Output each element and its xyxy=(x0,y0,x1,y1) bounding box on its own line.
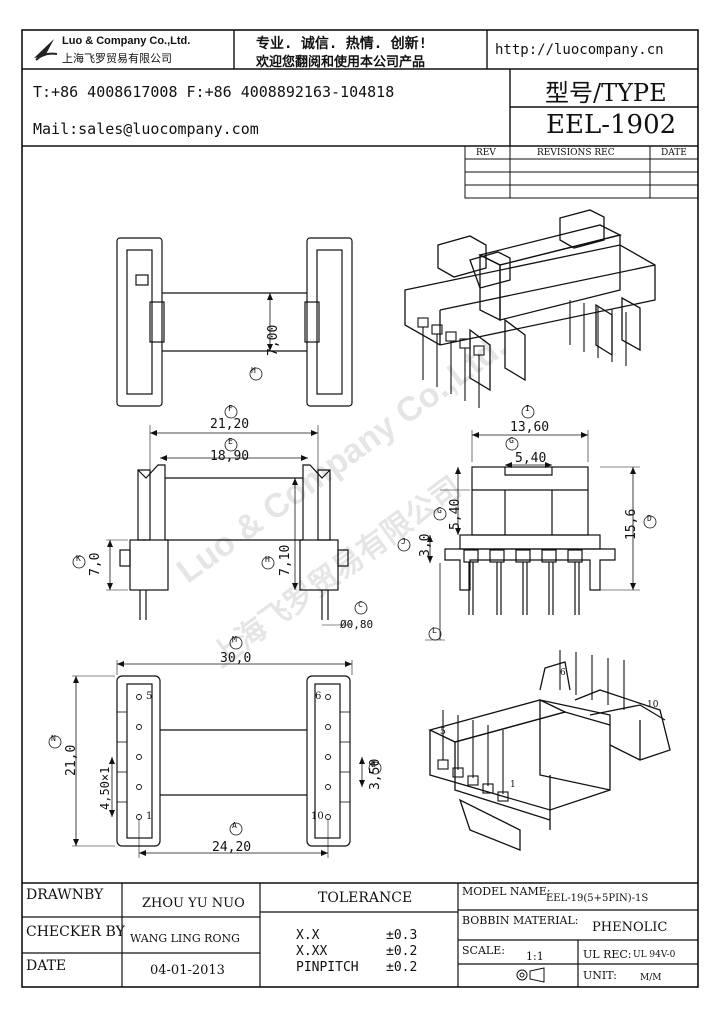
drawn-by-label: DRAWNBY xyxy=(26,887,104,903)
unit-label: UNIT: xyxy=(583,969,617,982)
scale-label: SCALE: xyxy=(462,944,505,957)
scale-value: 1:1 xyxy=(526,950,544,963)
tol-xxx-label: X.XX xyxy=(296,944,328,959)
model-label: MODEL NAME: xyxy=(462,885,551,898)
date-value: 04-01-2013 xyxy=(150,963,225,978)
dim-front-f: 21,20 xyxy=(210,417,250,432)
dim-bottom-a: 24,20 xyxy=(212,840,252,855)
iso-pin-label-6: 6 xyxy=(560,668,566,678)
model-value: EEL-19(5+5PIN)-1S xyxy=(546,893,649,904)
dim-front-pin: Ø0,80 xyxy=(340,618,374,631)
pin-label-10: 10 xyxy=(311,811,324,822)
rev-col-date: DATE xyxy=(661,148,687,158)
label-i: I xyxy=(525,404,530,413)
label-m: M xyxy=(232,635,237,644)
bottom-view xyxy=(48,636,382,858)
label-n: N xyxy=(51,734,56,743)
type-value: EEL-1902 xyxy=(546,110,677,140)
company-name-cn: 上海飞罗贸易有限公司 xyxy=(62,52,172,65)
tol-xxx-value: ±0.2 xyxy=(386,944,418,959)
label-f: F xyxy=(228,404,233,413)
label-b: B xyxy=(371,760,376,769)
dim-side-g: 5,40 xyxy=(515,451,547,466)
rev-col-rev: REV xyxy=(476,148,496,158)
dim-front-h2: 7,10 xyxy=(278,544,293,576)
label-k: K xyxy=(76,554,81,563)
label-j: J xyxy=(401,537,406,546)
bobbin-label: BOBBIN MATERIAL: xyxy=(462,914,579,927)
isometric-top-view xyxy=(404,209,656,408)
dim-side-g2: 5,40 xyxy=(448,498,463,530)
label-e: E xyxy=(228,437,233,446)
dim-side-d: 15,6 xyxy=(624,508,639,540)
label-g: G xyxy=(509,436,514,445)
website-link[interactable]: http://luocompany.cn xyxy=(495,42,664,58)
rev-col-revisions: REVISIONS REC xyxy=(537,148,615,158)
checker-label: CHECKER BY xyxy=(26,924,125,940)
dim-side-j: 3,0 xyxy=(418,533,433,557)
company-logo-icon xyxy=(34,39,58,61)
slogan-line1: 专业. 诚信. 热情. 创新! xyxy=(256,36,428,52)
phone-fax: T:+86 4008617008 F:+86 4008892163-104818 xyxy=(33,83,395,101)
dim-bottom-n: 21,0 xyxy=(64,744,79,776)
iso-pin-label-5: 5 xyxy=(440,727,446,737)
label-h-front: H xyxy=(265,555,270,564)
side-view-pins xyxy=(463,549,583,615)
tol-xx-value: ±0.3 xyxy=(386,928,418,943)
pin-label-6: 6 xyxy=(315,691,322,702)
dim-front-k: 7,0 xyxy=(88,552,103,576)
drawn-by-value: ZHOU YU NUO xyxy=(142,896,245,911)
dim-bottom-m: 30,0 xyxy=(220,651,252,666)
dim-side-i: 13,60 xyxy=(510,420,550,435)
dim-front-e: 18,90 xyxy=(210,449,250,464)
front-view xyxy=(72,405,368,626)
date-label: DATE xyxy=(26,958,67,974)
tolerance-label: TOLERANCE xyxy=(318,890,413,906)
pin-label-1: 1 xyxy=(146,811,153,822)
label-g2: G xyxy=(437,506,442,515)
pin-label-5: 5 xyxy=(146,691,153,702)
projection-symbol-icon xyxy=(516,967,545,983)
label-a: A xyxy=(232,821,237,830)
isometric-bottom-view xyxy=(428,650,671,851)
ul-value: UL 94V-0 xyxy=(633,950,676,960)
company-name-en: Luo & Company Co.,Ltd. xyxy=(62,35,191,47)
label-d: D xyxy=(647,514,652,523)
dim-bottom-pitch: 4,50×1 xyxy=(98,766,112,810)
dim-top-h: 7,00 xyxy=(266,324,281,356)
email-link[interactable]: Mail:sales@luocompany.com xyxy=(33,120,259,138)
tol-xx-label: X.X xyxy=(296,928,320,943)
slogan-line2: 欢迎您翻阅和使用本公司产品 xyxy=(256,55,426,70)
tol-pin-value: ±0.2 xyxy=(386,960,418,975)
label-c: C xyxy=(358,600,363,609)
tol-pin-label: PINPITCH xyxy=(296,960,359,975)
iso-pin-label-1: 1 xyxy=(510,780,516,790)
bobbin-value: PHENOLIC xyxy=(592,920,668,935)
iso-pin-label-10: 10 xyxy=(647,700,659,710)
label-h-top: H xyxy=(251,366,256,375)
top-view xyxy=(116,237,353,407)
unit-value: M/M xyxy=(640,973,662,983)
checker-value: WANG LING RONG xyxy=(130,932,240,945)
type-label: 型号/TYPE xyxy=(545,79,667,107)
side-view xyxy=(397,405,657,641)
label-l: L xyxy=(432,626,437,635)
ul-label: UL REC: xyxy=(583,948,632,961)
